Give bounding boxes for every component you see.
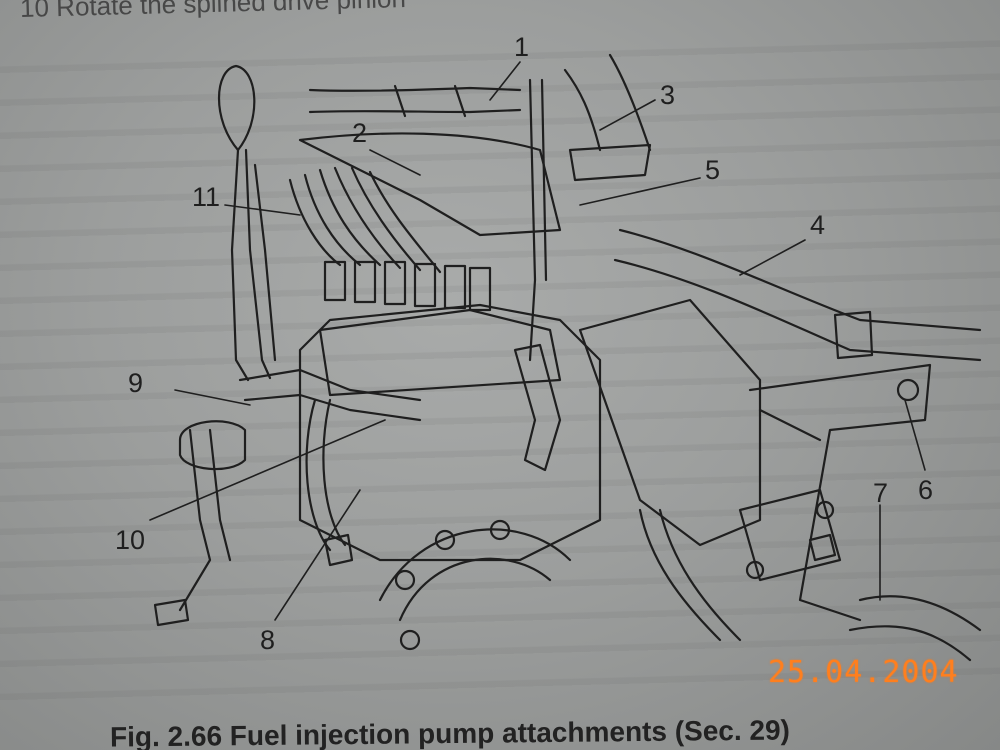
hose-1 xyxy=(308,86,522,114)
union-bolt xyxy=(153,598,190,627)
pipe-unions xyxy=(323,260,492,312)
figure-caption: Fig. 2.66 Fuel injection pump attachment… xyxy=(109,714,791,750)
fuel-line-10 xyxy=(178,428,232,612)
linkage xyxy=(513,343,562,472)
callout-9: 9 xyxy=(128,368,144,398)
callout-7: 7 xyxy=(873,478,889,508)
callout-1: 1 xyxy=(514,32,530,62)
pipe-7-right xyxy=(848,595,982,662)
dipstick-guide xyxy=(253,163,277,362)
hose-1-clamp xyxy=(393,84,467,118)
rocker-cover xyxy=(298,132,562,237)
drive-cover xyxy=(738,488,842,582)
gear-bolt xyxy=(399,629,421,651)
callout-6: 6 xyxy=(918,475,934,505)
bolt-6 xyxy=(896,378,920,402)
show-through-text xyxy=(0,40,1000,700)
pump-body xyxy=(298,303,602,562)
gear-bolt xyxy=(394,569,416,591)
date-stamp: 25.04.2004 xyxy=(768,655,959,690)
dipstick-loop xyxy=(218,64,256,152)
fuel-line-8 xyxy=(305,398,347,552)
callout-3: 3 xyxy=(660,80,676,110)
gear-bolt xyxy=(434,529,456,551)
bracket-6 xyxy=(748,363,932,622)
wing-nut xyxy=(808,533,837,562)
gear-bolt xyxy=(489,519,511,541)
throttle-rod xyxy=(528,78,548,362)
callout-8: 8 xyxy=(260,625,276,655)
bracket-plate xyxy=(578,298,762,547)
callout-4: 4 xyxy=(810,210,826,240)
leader-lines xyxy=(149,61,926,621)
dipstick-tube xyxy=(230,148,272,382)
pump-top-plate xyxy=(318,308,562,397)
callout-11: 11 xyxy=(192,182,221,212)
callout-5: 5 xyxy=(705,155,721,185)
pipe-7 xyxy=(638,508,742,642)
nut-8 xyxy=(323,533,354,567)
pipe-4-clamp xyxy=(833,310,874,360)
bolt xyxy=(815,500,835,520)
hose-3 xyxy=(563,53,652,152)
filter-9 xyxy=(178,420,247,471)
pipe-4 xyxy=(613,228,982,362)
bolt xyxy=(745,560,765,580)
timing-gear xyxy=(378,528,572,622)
fuel-line-9 xyxy=(238,368,422,422)
callout-10: 10 xyxy=(115,525,146,555)
callout-2: 2 xyxy=(352,118,368,148)
hose-3-clamp xyxy=(568,143,652,182)
injector-pipes xyxy=(288,166,442,274)
